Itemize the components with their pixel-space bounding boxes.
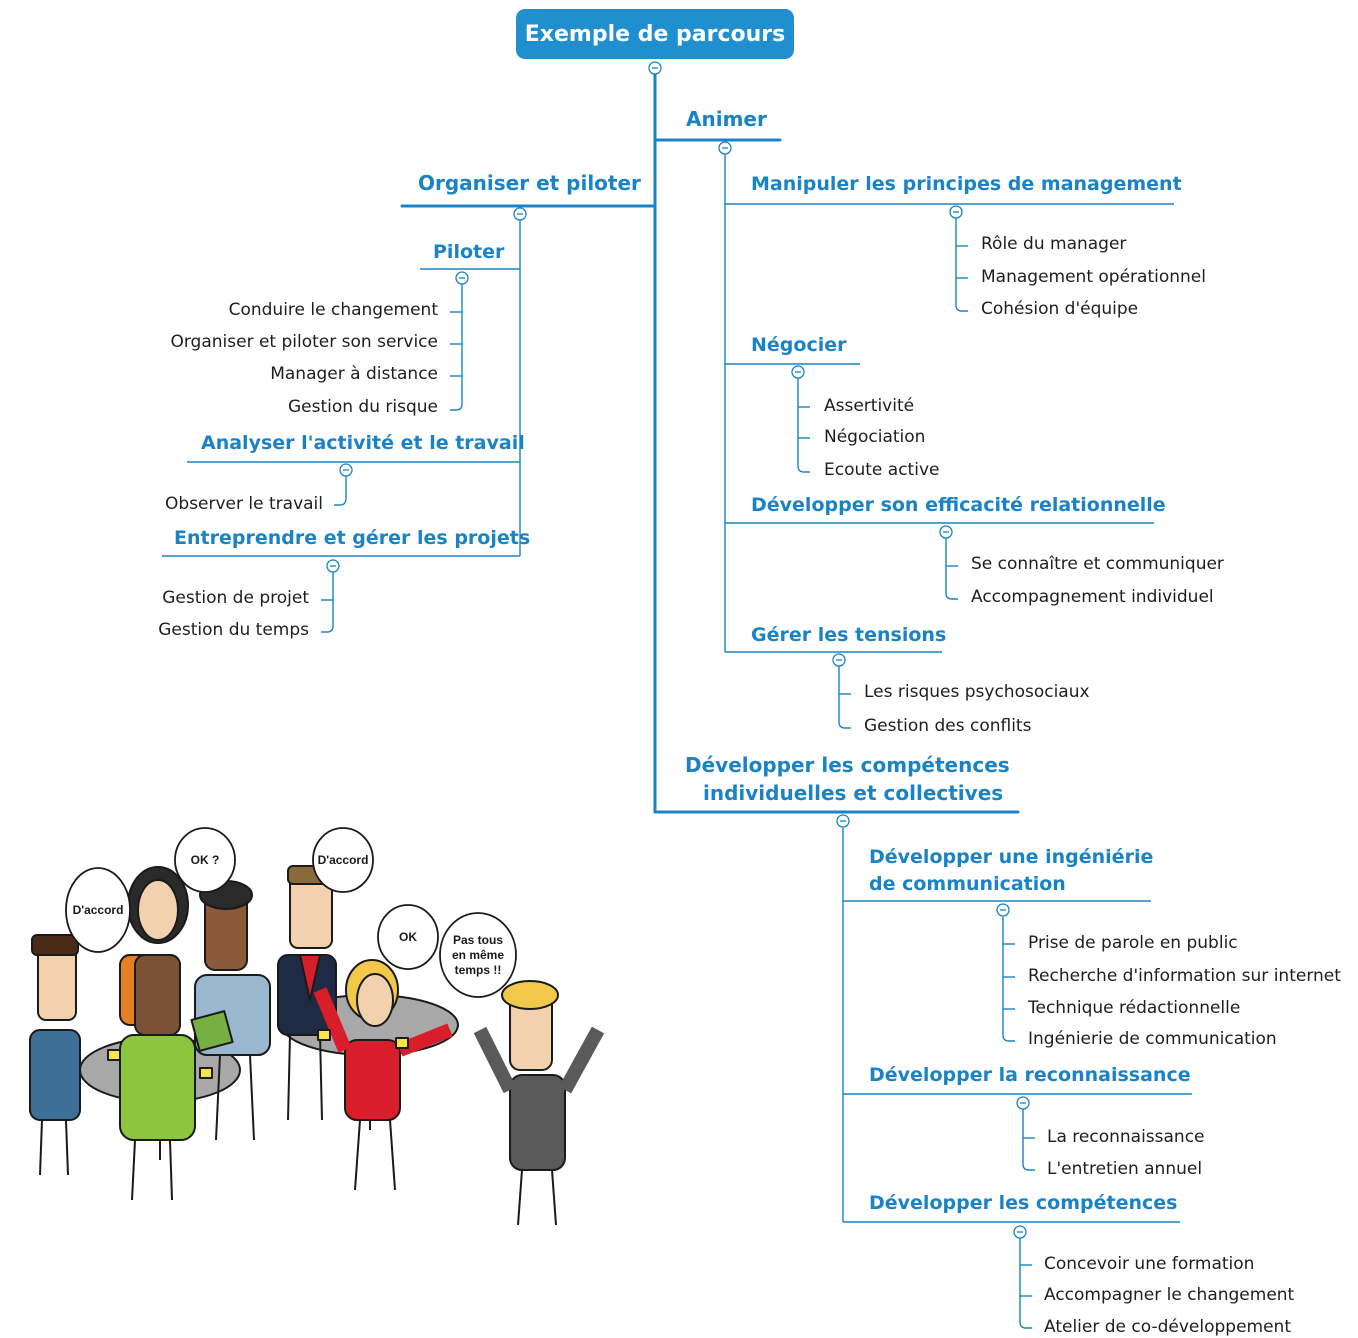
- collapse-toggle-entreprendre[interactable]: [326, 559, 340, 573]
- bubble-pas-tous-2: en même: [452, 948, 504, 962]
- branch-ingenierie-line2[interactable]: de communication: [869, 873, 1066, 895]
- root-node[interactable]: Exemple de parcours: [516, 9, 794, 59]
- bubble-ok-question: OK ?: [191, 853, 220, 867]
- leaf-ingenierie-4[interactable]: Ingénierie de communication: [1028, 1029, 1277, 1049]
- branch-developper-line1[interactable]: Développer les compétences: [685, 753, 1010, 777]
- branch-animer[interactable]: Animer: [686, 107, 767, 131]
- leaf-entreprendre-2[interactable]: Gestion du temps: [158, 620, 309, 640]
- collapse-toggle-reconnaissance[interactable]: [1016, 1096, 1030, 1110]
- branch-analyser[interactable]: Analyser l'activité et le travail: [201, 432, 525, 454]
- collapse-toggle-analyser[interactable]: [339, 463, 353, 477]
- leaf-ingenierie-1[interactable]: Prise de parole en public: [1028, 933, 1238, 953]
- branch-ingenierie-line1[interactable]: Développer une ingéniérie: [869, 846, 1154, 868]
- bubble-pas-tous-3: temps !!: [455, 963, 502, 977]
- collapse-toggle-tensions[interactable]: [832, 653, 846, 667]
- leaf-negocier-3[interactable]: Ecoute active: [824, 460, 940, 480]
- collapse-toggle-manipuler[interactable]: [949, 205, 963, 219]
- leaf-negocier-2[interactable]: Négociation: [824, 427, 926, 447]
- collapse-toggle-competences[interactable]: [1013, 1225, 1027, 1239]
- collapse-toggle-animer[interactable]: [718, 141, 732, 155]
- leaf-reconnaissance-1[interactable]: La reconnaissance: [1047, 1127, 1205, 1147]
- branch-efficacite[interactable]: Développer son efficacité relationnelle: [751, 494, 1166, 516]
- leaf-tensions-2[interactable]: Gestion des conflits: [864, 716, 1032, 736]
- leaf-piloter-3[interactable]: Manager à distance: [270, 364, 438, 384]
- leaf-tensions-1[interactable]: Les risques psychosociaux: [864, 682, 1090, 702]
- bubble-daccord-1: D'accord: [73, 903, 124, 917]
- leaf-negocier-1[interactable]: Assertivité: [824, 396, 915, 416]
- leaf-efficacite-2[interactable]: Accompagnement individuel: [971, 587, 1214, 607]
- collapse-toggle-root[interactable]: [648, 61, 662, 75]
- branch-negocier[interactable]: Négocier: [751, 334, 847, 356]
- bubble-pas-tous-1: Pas tous: [453, 933, 503, 947]
- collapse-toggle-efficacite[interactable]: [939, 525, 953, 539]
- leaf-manipuler-1[interactable]: Rôle du manager: [981, 234, 1127, 254]
- branch-reconnaissance[interactable]: Développer la reconnaissance: [869, 1064, 1191, 1086]
- leaf-competences-3[interactable]: Atelier de co-développement: [1044, 1317, 1291, 1337]
- meeting-illustration: D'accord OK ? D'accord OK Pas tous en mê…: [29, 827, 605, 1226]
- leaf-analyser-1[interactable]: Observer le travail: [165, 494, 323, 514]
- collapse-toggle-ingenierie[interactable]: [996, 903, 1010, 917]
- collapse-toggle-piloter[interactable]: [455, 271, 469, 285]
- leaf-entreprendre-1[interactable]: Gestion de projet: [162, 588, 309, 608]
- leaf-ingenierie-2[interactable]: Recherche d'information sur internet: [1028, 966, 1341, 986]
- collapse-toggle-organiser[interactable]: [513, 207, 527, 221]
- collapse-toggle-negocier[interactable]: [791, 365, 805, 379]
- leaf-manipuler-3[interactable]: Cohésion d'équipe: [981, 299, 1139, 319]
- branch-organiser[interactable]: Organiser et piloter: [418, 171, 641, 195]
- branch-developper-line2[interactable]: individuelles et collectives: [703, 781, 1004, 805]
- branch-competences[interactable]: Développer les compétences: [869, 1192, 1178, 1214]
- leaf-ingenierie-3[interactable]: Technique rédactionnelle: [1028, 998, 1241, 1018]
- leaf-piloter-1[interactable]: Conduire le changement: [228, 300, 438, 320]
- branch-piloter[interactable]: Piloter: [433, 241, 505, 263]
- leaf-manipuler-2[interactable]: Management opérationnel: [981, 267, 1206, 287]
- leaf-reconnaissance-2[interactable]: L'entretien annuel: [1047, 1159, 1203, 1179]
- leaf-efficacite-1[interactable]: Se connaître et communiquer: [971, 554, 1224, 574]
- leaf-competences-2[interactable]: Accompagner le changement: [1044, 1285, 1295, 1305]
- bubble-daccord-2: D'accord: [318, 853, 369, 867]
- collapse-toggle-developper[interactable]: [836, 814, 850, 828]
- branch-entreprendre[interactable]: Entreprendre et gérer les projets: [174, 527, 531, 549]
- bubble-ok: OK: [399, 930, 417, 944]
- leaf-piloter-4[interactable]: Gestion du risque: [287, 397, 438, 417]
- branch-manipuler[interactable]: Manipuler les principes de management: [751, 173, 1182, 195]
- leaf-piloter-2[interactable]: Organiser et piloter son service: [170, 332, 438, 352]
- leaf-competences-1[interactable]: Concevoir une formation: [1044, 1254, 1255, 1274]
- branch-tensions[interactable]: Gérer les tensions: [751, 624, 947, 646]
